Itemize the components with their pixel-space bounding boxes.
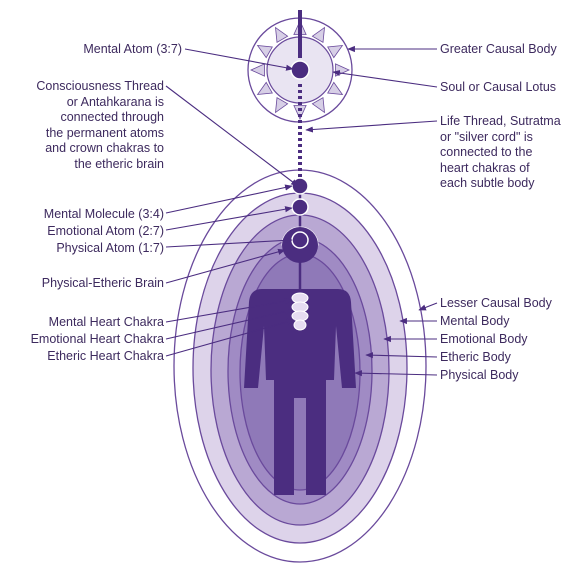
label-mental-atom: Mental Atom (3:7) xyxy=(52,42,182,58)
label-greater-causal-body: Greater Causal Body xyxy=(440,42,557,58)
label-life-thread: Life Thread, Sutratma or "silver cord" i… xyxy=(440,114,561,192)
label-emotional-atom: Emotional Atom (2:7) xyxy=(22,224,164,240)
heart-chakra-petal xyxy=(294,320,306,330)
label-physical-etheric-brain: Physical-Etheric Brain xyxy=(8,276,164,292)
mental-molecule xyxy=(292,178,308,194)
label-soul-causal-lotus: Soul or Causal Lotus xyxy=(440,80,556,96)
label-mental-body: Mental Body xyxy=(440,314,509,330)
pointer-arrow xyxy=(419,303,437,310)
pointer-arrow xyxy=(306,121,437,130)
label-physical-atom: Physical Atom (1:7) xyxy=(22,241,164,257)
emotional-atom xyxy=(292,199,308,215)
label-consciousness-thread: Consciousness Thread or Antahkarana is c… xyxy=(8,79,164,172)
label-emotional-body: Emotional Body xyxy=(440,332,528,348)
label-physical-body: Physical Body xyxy=(440,368,519,384)
label-mental-molecule: Mental Molecule (3:4) xyxy=(22,207,164,223)
label-etheric-heart-chakra: Etheric Heart Chakra xyxy=(8,349,164,365)
label-lesser-causal-body: Lesser Causal Body xyxy=(440,296,552,312)
label-emotional-heart-chakra: Emotional Heart Chakra xyxy=(8,332,164,348)
label-mental-heart-chakra: Mental Heart Chakra xyxy=(8,315,164,331)
mental-atom xyxy=(291,61,309,79)
label-etheric-body: Etheric Body xyxy=(440,350,511,366)
physical-atom xyxy=(292,232,308,248)
